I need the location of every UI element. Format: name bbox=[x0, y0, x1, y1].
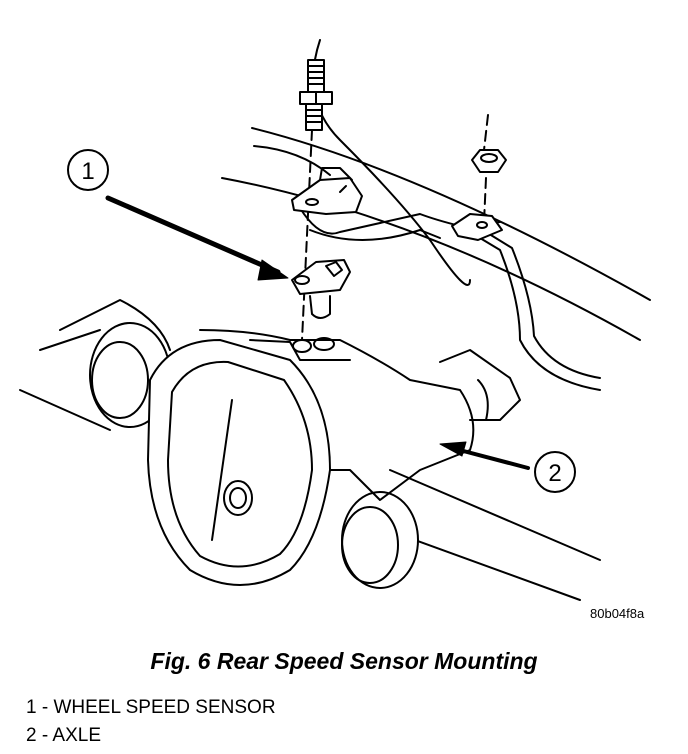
legend-label: AXLE bbox=[52, 725, 102, 746]
legend-item: 1 - WHEEL SPEED SENSOR bbox=[26, 694, 276, 722]
sensor-bracket bbox=[291, 167, 363, 215]
callout-circle-2 bbox=[534, 451, 576, 493]
frame-rails bbox=[221, 127, 651, 341]
line-clip bbox=[451, 213, 503, 241]
callout-number-2: 2 bbox=[548, 460, 561, 487]
axle-tube-right bbox=[341, 469, 601, 601]
brake-line bbox=[312, 39, 601, 391]
callout-arrow-2 bbox=[439, 441, 530, 470]
callout-arrow-1 bbox=[105, 195, 289, 281]
hex-nut bbox=[471, 149, 507, 173]
wheel-speed-sensor bbox=[291, 259, 351, 319]
legend-label: WHEEL SPEED SENSOR bbox=[53, 697, 276, 718]
callout-circle-1 bbox=[67, 149, 109, 191]
stud-bolt bbox=[299, 59, 333, 131]
legend-separator: - bbox=[36, 725, 53, 746]
legend-separator: - bbox=[36, 697, 54, 718]
figure-code: 80b04f8a bbox=[590, 606, 645, 621]
figure-caption: Fig. 6 Rear Speed Sensor Mounting bbox=[150, 648, 538, 674]
callout-number-1: 1 bbox=[81, 158, 94, 185]
axle-tube-left bbox=[19, 299, 171, 431]
differential-cover bbox=[147, 339, 331, 586]
legend-number: 1 bbox=[26, 697, 37, 718]
callout-legend: 1 - WHEEL SPEED SENSOR 2 - AXLE bbox=[26, 694, 276, 750]
legend-number: 2 bbox=[26, 725, 37, 746]
legend-item: 2 - AXLE bbox=[26, 722, 276, 750]
axle-sensor-illustration: 1 2 bbox=[19, 39, 651, 601]
